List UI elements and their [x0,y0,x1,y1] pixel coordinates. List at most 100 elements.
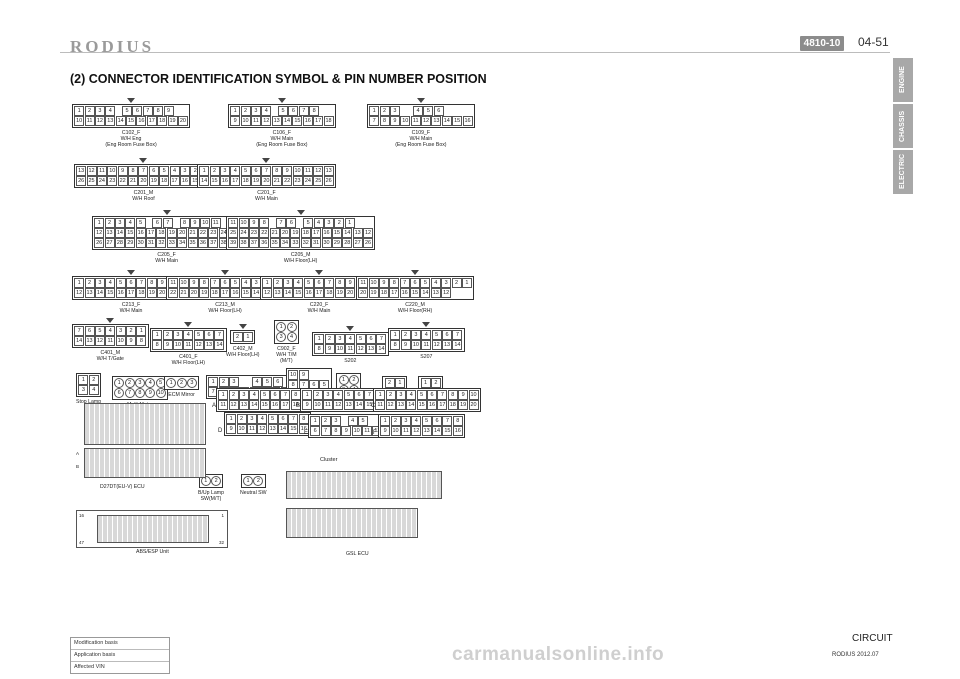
pin: 6 [432,416,443,426]
pin: 14 [199,176,210,186]
pin: 3 [322,390,333,400]
pin: 8 [153,106,164,116]
pin: 14 [432,426,443,436]
connector-label: Neutral SW [240,490,267,496]
connector-label: C201_F [257,190,276,196]
pin: 2 [272,278,283,288]
key-marker-icon [162,210,171,215]
pin: 4 [252,377,263,387]
pin: 2 [430,378,441,388]
cluster-letter-f: F [373,430,377,436]
pin: 22 [168,288,179,298]
pin: 26 [363,238,374,248]
pin: 8 [389,278,400,288]
pin: 12 [86,166,97,176]
pin: 4 [105,106,116,116]
pin: 13 [366,344,377,354]
pin: 14 [354,400,365,410]
pin: 15 [452,116,463,126]
pin: 2 [385,390,396,400]
pin: 16 [399,288,410,298]
key-marker-icon [262,158,271,163]
pin: 7 [437,390,448,400]
section-code-badge: 4810-10 [800,36,844,51]
cluster-letter-d: D [218,428,223,434]
pin: 13 [421,426,432,436]
connector-label: C401_F [179,354,198,360]
side-tab-chassis[interactable]: CHASSIS [893,104,913,148]
pin: 29 [125,238,136,248]
pin: 15 [416,400,427,410]
key-marker-icon [184,322,193,327]
pin: 14 [115,116,126,126]
pin: 18 [300,228,311,238]
pin: 20 [138,176,149,186]
pin: 2 [253,476,264,486]
pin: 14 [249,400,260,410]
pin: 32 [300,238,311,248]
pin: 38 [238,238,249,248]
pin: 16 [270,400,281,410]
pin [400,106,406,114]
pin: 8 [259,218,270,228]
pin: 3 [276,332,287,342]
connector-label: W/H Main [255,196,278,202]
pin: 10 [288,370,299,380]
pin: 9 [345,278,356,288]
key-marker-icon [238,324,247,329]
pin: 6 [410,278,421,288]
pin: 10 [74,116,85,126]
pin: 18 [157,116,168,126]
pin: 33 [290,238,301,248]
connector-label: (M/T) [280,358,293,364]
pin: 3 [389,106,400,116]
pin: 4 [105,278,116,288]
pin: 11 [218,400,229,410]
connector-label: W/H Floor(LH) [283,258,318,264]
pin: 7 [214,330,225,340]
pin: 37 [248,238,259,248]
pin: 12 [228,400,239,410]
connector-label: W/H Floor(LH) [171,360,206,366]
pin: 12 [355,344,366,354]
pin: 15 [288,424,299,434]
pin: 15 [293,288,304,298]
pin: 20 [468,400,479,410]
pin: 14 [452,340,463,350]
pin: 16 [321,228,332,238]
pin: 20 [358,288,369,298]
connector-label: (Eng Room Fuse Box) [256,142,308,148]
pin [246,377,252,385]
pin: 1 [420,378,431,388]
pin: 16 [452,426,463,436]
pin: 11 [358,278,369,288]
side-tab-electric[interactable]: ELECTRIC [893,150,913,194]
pin: 7 [288,414,299,424]
pin: 7 [209,278,220,288]
pin: 5 [431,330,442,340]
key-marker-icon [296,210,305,215]
pin: 19 [146,288,157,298]
pin: 2 [232,332,243,342]
d27dt-ecu-connector-a [84,403,206,445]
connector-label: S202 [344,358,357,364]
cluster-letter-b: B [296,403,301,409]
section-name: CIRCUIT [852,633,893,644]
pin: 1 [344,218,355,228]
pin: 17 [311,228,322,238]
pin: 7 [261,166,272,176]
pin-row: 13121110987654321 [76,166,211,176]
side-tab-engine[interactable]: ENGINE [893,58,913,102]
